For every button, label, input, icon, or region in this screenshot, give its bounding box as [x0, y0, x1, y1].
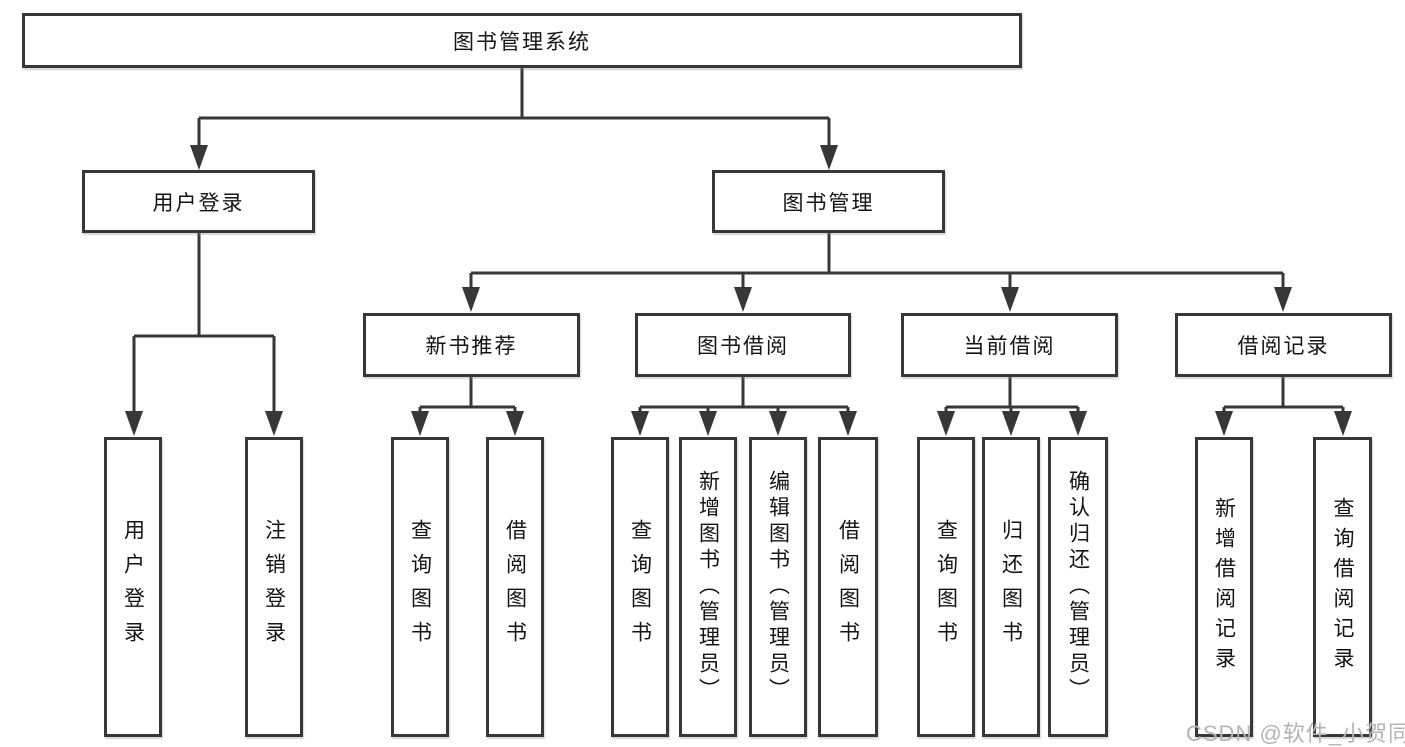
arrowhead-icons — [125, 145, 1352, 436]
node-label: 图书管理 — [782, 191, 875, 215]
node-label: 确认归还（管理员） — [1066, 470, 1090, 704]
node-label: 新书推荐 — [425, 335, 518, 358]
leaf-add-book-admin: 新增图书（管理员） — [679, 437, 737, 737]
node-book-borrow: 图书借阅 — [635, 313, 851, 377]
node-label: 借阅图书 — [836, 519, 860, 655]
node-label: 查询图书 — [628, 519, 652, 655]
leaf-borrow-books-1: 借阅图书 — [486, 437, 544, 737]
node-label: 用户登录 — [152, 191, 245, 215]
node-label: 借阅图书 — [503, 519, 527, 655]
node-label: 注销登录 — [262, 519, 286, 655]
csdn-watermark: CSDN @软件_小贺同学 — [1186, 721, 1405, 746]
node-label: 新增图书（管理员） — [696, 470, 720, 704]
node-label: 编辑图书（管理员） — [766, 470, 790, 704]
leaf-query-borrow-record: 查询借阅记录 — [1313, 437, 1372, 737]
node-root-library-system: 图书管理系统 — [22, 13, 1022, 68]
leaf-query-books-2: 查询图书 — [611, 437, 669, 737]
node-label: 图书管理系统 — [453, 30, 591, 54]
node-new-book-recommend: 新书推荐 — [363, 313, 580, 377]
node-label: 查询图书 — [934, 519, 958, 655]
node-label: 查询借阅记录 — [1331, 497, 1354, 677]
node-current-borrow: 当前借阅 — [901, 313, 1118, 377]
leaf-user-login: 用户登录 — [104, 437, 162, 737]
node-label: 图书借阅 — [697, 335, 789, 358]
node-user-login-group: 用户登录 — [82, 170, 315, 233]
node-label: 归还图书 — [999, 519, 1023, 655]
node-label: 当前借阅 — [963, 335, 1056, 358]
leaf-return-books: 归还图书 — [982, 437, 1040, 737]
leaf-borrow-books-2: 借阅图书 — [818, 437, 878, 737]
leaf-query-books-3: 查询图书 — [917, 437, 975, 737]
node-label: 查询图书 — [408, 519, 432, 655]
leaf-query-books-1: 查询图书 — [391, 437, 449, 737]
leaf-logout: 注销登录 — [245, 437, 303, 737]
node-label: 用户登录 — [121, 519, 145, 655]
node-borrow-records: 借阅记录 — [1175, 313, 1392, 377]
leaf-confirm-return-admin: 确认归还（管理员） — [1048, 437, 1108, 737]
node-label: 新增借阅记录 — [1212, 497, 1236, 677]
leaf-add-borrow-record: 新增借阅记录 — [1195, 437, 1253, 737]
node-label: 借阅记录 — [1237, 335, 1330, 358]
node-book-management: 图书管理 — [712, 170, 945, 233]
leaf-edit-book-admin: 编辑图书（管理员） — [749, 437, 807, 737]
